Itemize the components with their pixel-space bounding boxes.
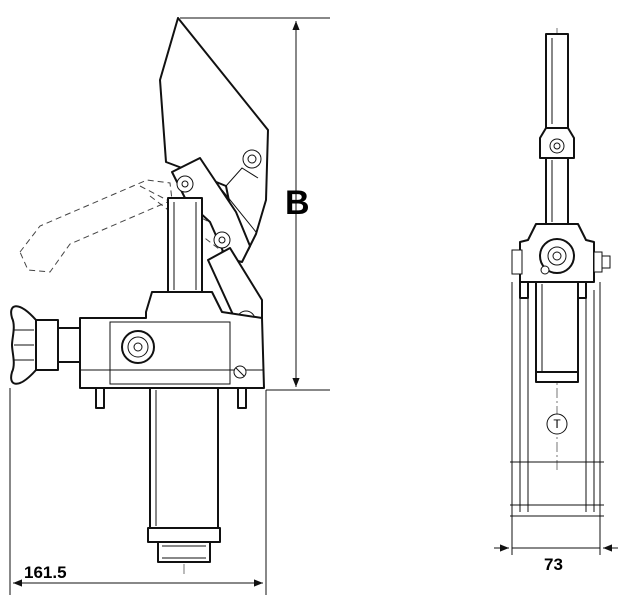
mounting-studs bbox=[95, 387, 247, 409]
release-valve-knob bbox=[10, 305, 81, 385]
cylinder bbox=[147, 387, 221, 563]
front-piston-rod bbox=[545, 157, 569, 225]
front-pump-body bbox=[511, 223, 611, 283]
side-view: B 161.5 bbox=[9, 17, 330, 595]
front-view: T 73 bbox=[494, 28, 618, 574]
dimension-b-label: B bbox=[285, 184, 310, 222]
dimension-73-label: 73 bbox=[544, 555, 563, 574]
dimension-161-5-label: 161.5 bbox=[24, 563, 67, 582]
front-extension-lines bbox=[510, 282, 604, 555]
dimension-161-5: 161.5 bbox=[9, 388, 267, 595]
pump-body bbox=[79, 291, 265, 389]
front-cylinder bbox=[535, 281, 579, 383]
piston-rod bbox=[167, 197, 203, 294]
dimension-b: B bbox=[180, 17, 330, 391]
front-lever-handle bbox=[539, 33, 575, 159]
tank-port-marker: T bbox=[546, 413, 568, 435]
tank-port-label: T bbox=[553, 417, 561, 431]
dimension-73: 73 bbox=[494, 544, 618, 574]
